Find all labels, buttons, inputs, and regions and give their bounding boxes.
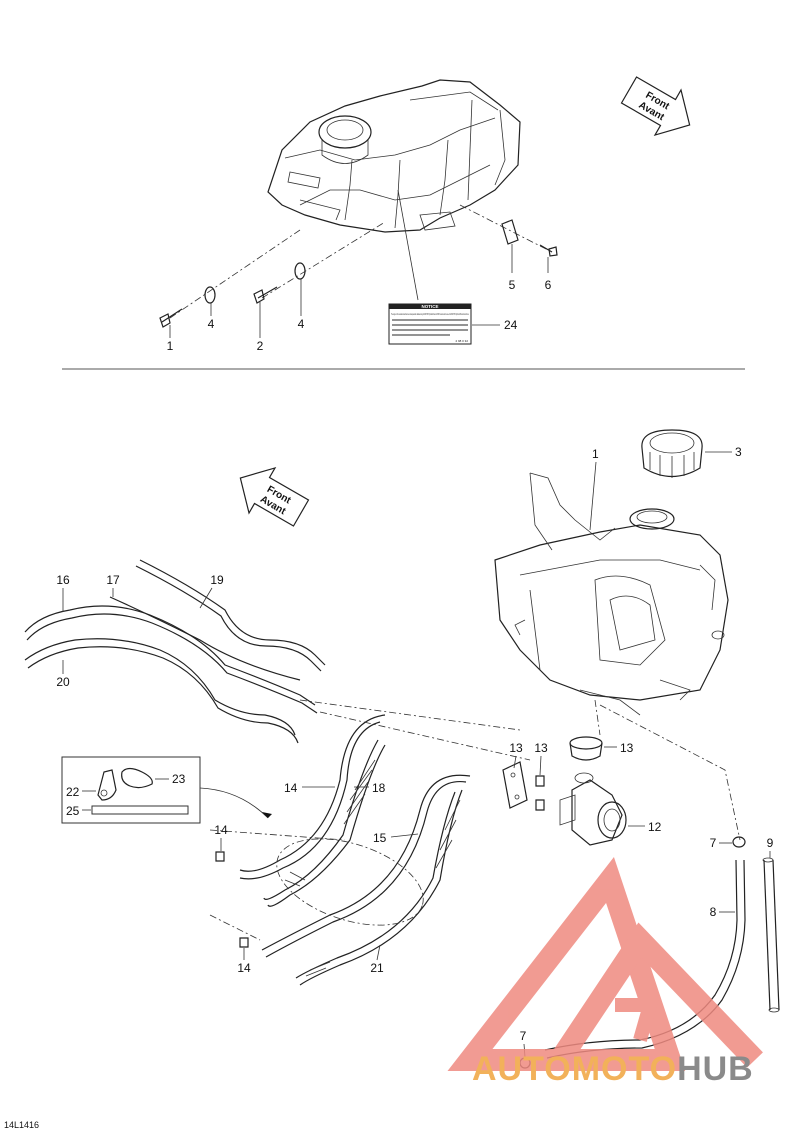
- bottom-callouts: 16 17 19 20 13 13 13 12 14 18 15 21 22 2…: [56, 573, 774, 1058]
- nut-13-left-a: [215, 851, 225, 862]
- callout-9: 9: [767, 836, 774, 850]
- tube-9: [762, 857, 780, 1013]
- callout-24: 24: [504, 318, 518, 332]
- callout-3a: 1: [167, 339, 174, 353]
- callout-14: 14: [284, 781, 298, 795]
- callout-12: 13: [509, 741, 523, 755]
- accessory-box: [61, 756, 272, 824]
- top-tank-assembly: [267, 79, 521, 233]
- callout-25: 25: [66, 804, 80, 818]
- callout-18: 18: [372, 781, 386, 795]
- screw-6: [539, 244, 558, 257]
- callout-21: 21: [370, 961, 384, 975]
- oil-pump-10: [559, 772, 627, 846]
- routing-dash-lines: [209, 699, 741, 941]
- watermark-text: AUTOMOTOHUB: [472, 1050, 754, 1088]
- callout-7a: 7: [710, 836, 717, 850]
- hose-15-21: [261, 774, 471, 986]
- bracket-12: [502, 761, 528, 809]
- callout-7b: 7: [520, 1029, 527, 1043]
- notice-body: The engine in this recreation boat has b…: [391, 312, 469, 316]
- callout-5: 5: [509, 278, 516, 292]
- watermark-part2: HUB: [677, 1050, 754, 1088]
- callout-4a: 4: [208, 317, 215, 331]
- washer-4a: [204, 286, 216, 304]
- nut-13-left-b: [239, 937, 249, 948]
- callout-13-left-b: 14: [237, 961, 251, 975]
- callout-19: 19: [210, 573, 224, 587]
- callout-6: 6: [545, 278, 552, 292]
- top-callouts: 1 4 2 4 5 6 24: [167, 244, 552, 353]
- callout-22: 22: [66, 785, 80, 799]
- callout-16: 16: [56, 573, 70, 587]
- watermark-logo: [447, 857, 763, 1071]
- callout-10: 12: [648, 820, 662, 834]
- watermark-part1: AUTOMOTO: [472, 1050, 677, 1088]
- hose-14-18: [239, 714, 386, 907]
- callout-3b: 2: [257, 339, 264, 353]
- top-fasteners: NOTICE The engine in this recreation boa…: [159, 189, 558, 345]
- front-arrow-top: Front Avant: [620, 76, 691, 137]
- callout-1: 1: [592, 447, 599, 461]
- notice-heading: NOTICE: [421, 304, 438, 309]
- oil-tank-1: [494, 472, 729, 716]
- callout-17: 17: [106, 573, 120, 587]
- diagram-id: 14L1416: [4, 1120, 39, 1130]
- clamp-7a: [732, 836, 746, 848]
- callout-15: 15: [373, 831, 387, 845]
- nuts-13-pump: [535, 775, 545, 811]
- callout-13-pump: 13: [534, 741, 548, 755]
- washer-4b: [294, 262, 306, 280]
- notice-label-24: NOTICE The engine in this recreation boa…: [388, 303, 472, 345]
- bracket-22: [97, 769, 117, 801]
- clip-5: [501, 219, 519, 245]
- callout-8: 8: [710, 905, 717, 919]
- callout-13-left-a: 14: [214, 823, 228, 837]
- bolt-3a: [159, 308, 183, 328]
- bushing-11: [569, 736, 603, 761]
- callout-23: 23: [172, 772, 186, 786]
- callout-20: 20: [56, 675, 70, 689]
- label-25: [91, 805, 189, 815]
- callout-4b: 4: [298, 317, 305, 331]
- callout-11: 13: [620, 741, 634, 755]
- front-arrow-bottom: [239, 466, 310, 527]
- tank-cap-2: [641, 429, 703, 478]
- hose-bundle-top: [24, 559, 326, 744]
- callout-2: 3: [735, 445, 742, 459]
- notice-code: 2 98 0 32: [455, 339, 468, 343]
- strap-23: [121, 767, 153, 789]
- bolt-3b: [253, 286, 278, 304]
